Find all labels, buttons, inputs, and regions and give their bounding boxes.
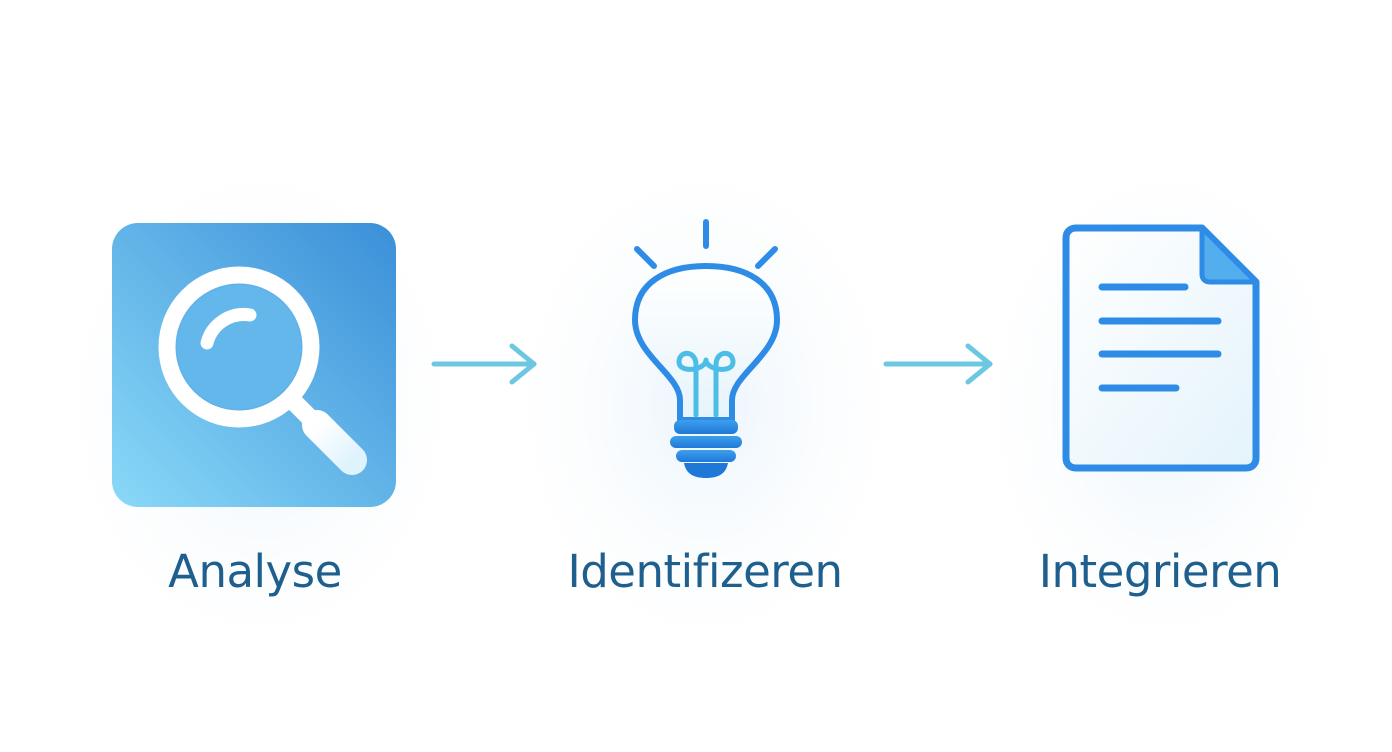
- magnifying-glass-icon: [112, 223, 396, 507]
- arrow-right-icon: [431, 343, 537, 385]
- step-label-identifizeren: Identifizeren: [567, 545, 843, 598]
- step-label-analyse: Analyse: [168, 545, 342, 598]
- lightbulb-icon: [632, 219, 780, 478]
- step-label-integrieren: Integrieren: [1038, 545, 1282, 598]
- document-icon: [1062, 224, 1260, 472]
- arrow-right-icon: [883, 343, 993, 385]
